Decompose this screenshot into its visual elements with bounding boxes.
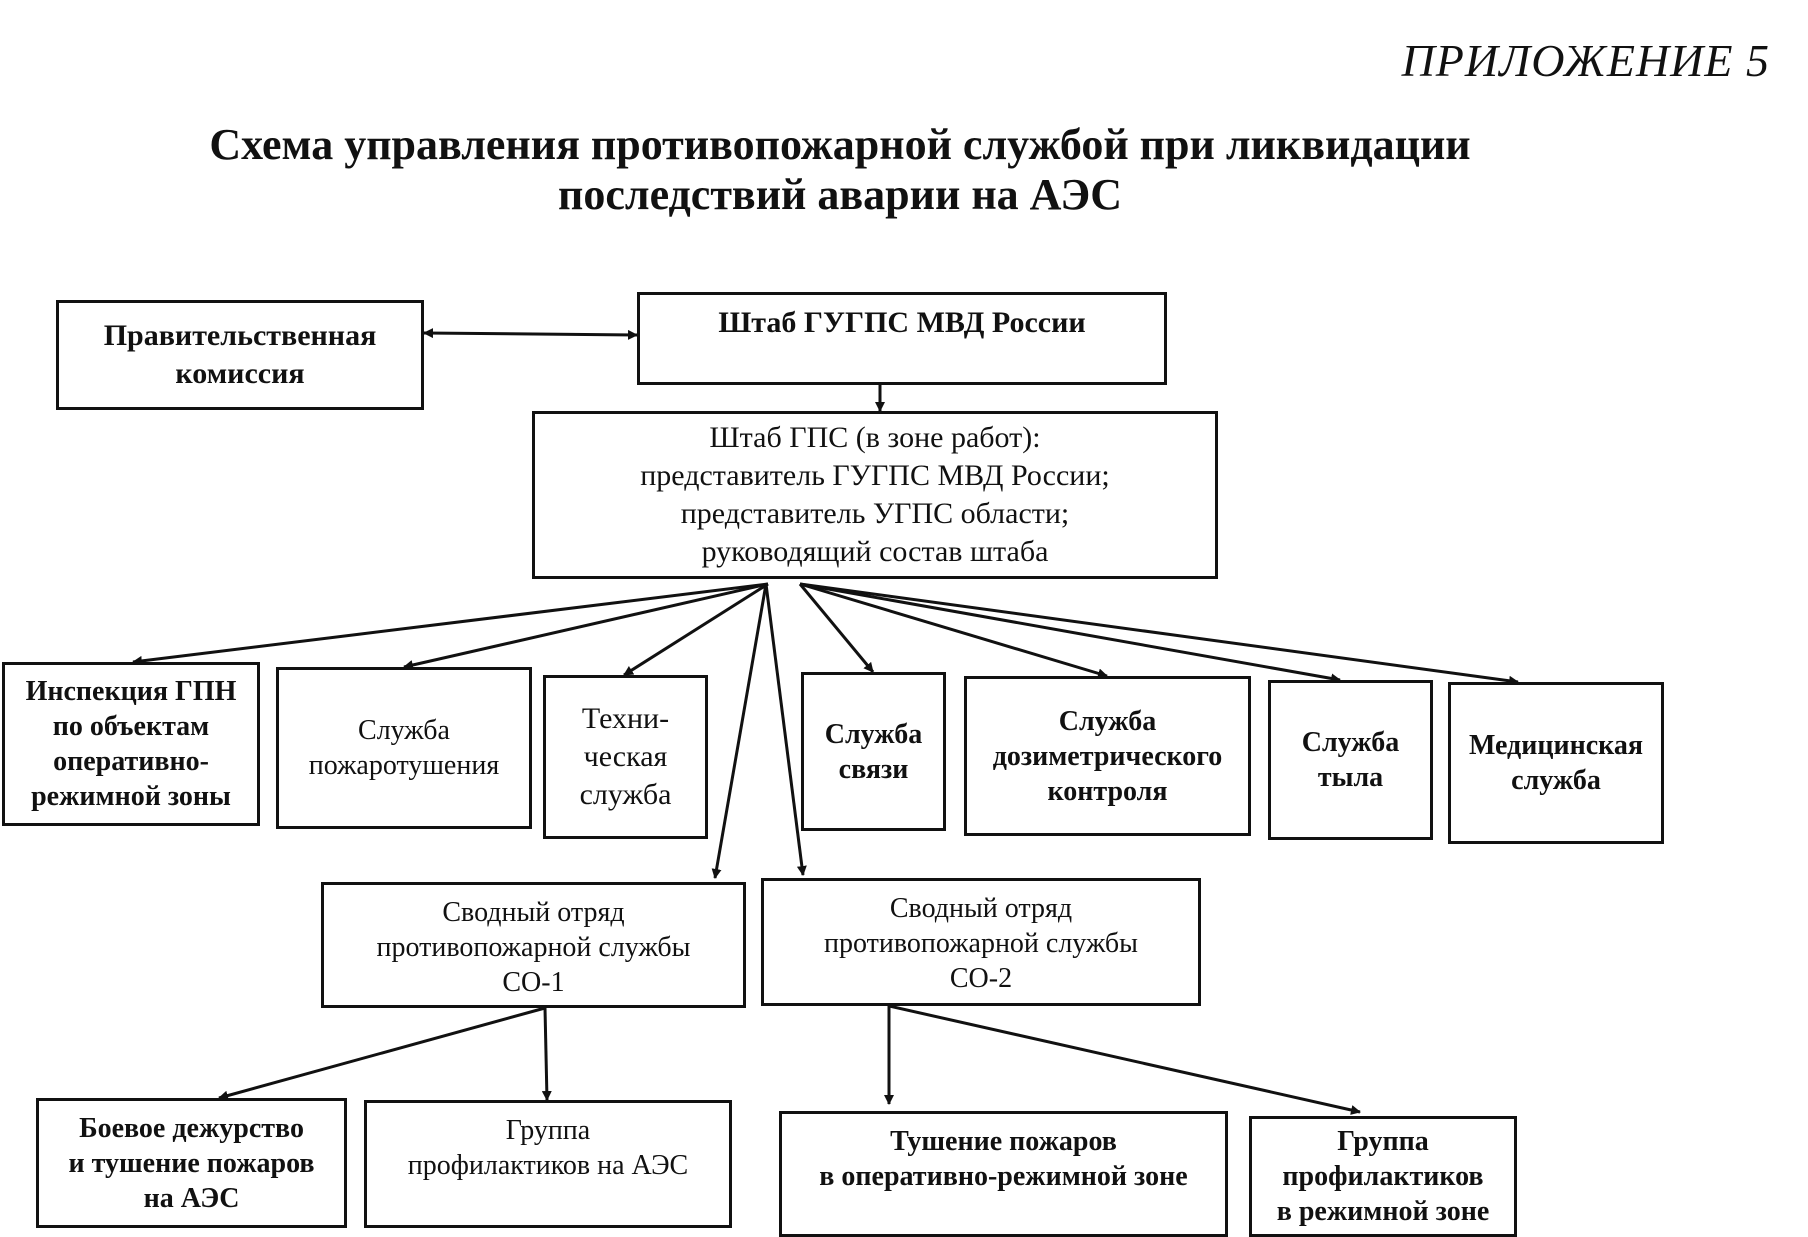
arrow-government-commission-to-hq-main bbox=[423, 328, 638, 340]
logistics-service-box: Служба тыла bbox=[1268, 680, 1433, 840]
prevention-zone-box: Группа профилактиков в режимной зоне bbox=[1249, 1116, 1517, 1237]
arrow-hq-zone-to-inspection bbox=[132, 582, 769, 666]
medical-service-box: Медицинская служба bbox=[1448, 682, 1664, 844]
diagram-title-line-2: последствий аварии на АЭС bbox=[558, 170, 1122, 219]
prevention-aes-line-2: профилактиков на АЭС bbox=[407, 1150, 689, 1181]
arrow-hq-zone-to-so2 bbox=[764, 583, 807, 876]
arrow-hq-zone-to-technical bbox=[623, 582, 769, 677]
hq-zone-line-2: представитель ГУГПС МВД России; bbox=[640, 459, 1110, 492]
communications-line-2: связи bbox=[838, 753, 909, 785]
combat-duty-line-2: и тушение пожаров bbox=[68, 1147, 315, 1179]
dosimetry-line-3: контроля bbox=[1047, 775, 1168, 807]
dosimetry-line-1: Служба bbox=[1058, 705, 1157, 737]
prevention-aes-box: Группа профилактиков на АЭС bbox=[364, 1100, 732, 1228]
so1-line-2: противопожарной службы bbox=[376, 932, 691, 963]
technical-line-2: ческая bbox=[583, 740, 668, 773]
firefighting-line-1: Служба bbox=[358, 715, 450, 746]
arrow-hq-zone-to-logistics bbox=[799, 582, 1341, 684]
communications-line-1: Служба bbox=[824, 718, 923, 750]
government-commission-line-1: Правительственная bbox=[103, 319, 377, 352]
technical-line-1: Техни- bbox=[581, 702, 670, 735]
technical-line-3: служба bbox=[579, 778, 672, 811]
hq-zone-line-3: представитель УГПС области; bbox=[680, 497, 1070, 530]
appendix-label: ПРИЛОЖЕНИЕ 5 bbox=[1401, 35, 1770, 86]
prevention-zone-line-2: профилактиков bbox=[1282, 1161, 1484, 1192]
extinguish-zone-line-2: в оперативно-режимной зоне bbox=[819, 1161, 1188, 1192]
so2-line-1: Сводный отряд bbox=[889, 893, 1073, 924]
so1-line-1: Сводный отряд bbox=[442, 897, 625, 928]
inspection-line-2: по объектам bbox=[52, 711, 210, 742]
arrow-hq-zone-to-dosimetry bbox=[799, 582, 1108, 679]
arrow-hq-zone-to-so1 bbox=[711, 583, 768, 879]
medical-line-1: Медицинская bbox=[1468, 730, 1644, 761]
hq-main-box: Штаб ГУГПС МВД России bbox=[637, 292, 1167, 385]
arrow-hq-zone-to-firefighting bbox=[403, 582, 769, 670]
arrow-hq-zone-to-medical bbox=[799, 582, 1519, 686]
inspection-service-box: Инспекция ГПН по объектам оперативно-режим… bbox=[2, 662, 260, 826]
so2-line-3: СО-2 bbox=[949, 963, 1013, 994]
extinguish-zone-box: Тушение пожаров в оперативно-режимной зон… bbox=[779, 1111, 1228, 1237]
logistics-line-1: Служба bbox=[1301, 727, 1400, 758]
medical-line-2: служба bbox=[1511, 765, 1601, 796]
diagram-title-line-1: Схема управления противопожарной службой… bbox=[209, 120, 1471, 169]
government-commission-line-2: комиссия bbox=[175, 357, 305, 390]
arrow-so1-to-combat-duty bbox=[218, 1006, 546, 1101]
extinguish-zone-line-1: Тушение пожаров bbox=[890, 1126, 1117, 1157]
arrow-so2-to-prevention-zone bbox=[888, 1004, 1361, 1115]
inspection-line-4: режимной зоны bbox=[31, 781, 231, 812]
arrow-so1-to-prevention-aes bbox=[541, 1007, 552, 1101]
hq-zone-line-4: руководящий состав штаба bbox=[701, 535, 1049, 568]
prevention-aes-line-1: Группа bbox=[505, 1115, 591, 1146]
firefighting-service-box: Служба пожаротушения bbox=[276, 667, 532, 829]
so2-line-2: противопожарной службы bbox=[824, 928, 1138, 959]
hq-zone-box: Штаб ГПС (в зоне работ): представитель ГУ… bbox=[532, 411, 1218, 579]
so1-line-3: СО-1 bbox=[502, 967, 565, 998]
arrow-hq-zone-to-communications bbox=[798, 583, 875, 673]
combat-duty-line-1: Боевое дежурство bbox=[79, 1112, 304, 1144]
hq-zone-line-1: Штаб ГПС (в зоне работ): bbox=[709, 421, 1041, 454]
government-commission-box: Правительственная комиссия bbox=[56, 300, 424, 410]
prevention-zone-line-1: Группа bbox=[1337, 1126, 1429, 1157]
logistics-line-2: тыла bbox=[1317, 762, 1384, 793]
inspection-line-1: Инспекция ГПН bbox=[25, 676, 237, 707]
combat-duty-line-3: на АЭС bbox=[143, 1182, 240, 1214]
prevention-zone-line-3: в режимной зоне bbox=[1276, 1196, 1490, 1227]
dosimetry-line-2: дозиметрического bbox=[992, 740, 1223, 772]
firefighting-line-2: пожаротушения bbox=[308, 750, 500, 781]
hq-main-line-1: Штаб ГУГПС МВД России bbox=[718, 306, 1086, 339]
inspection-line-3: оперативно- bbox=[53, 746, 209, 777]
technical-service-box: Техни-ческая служба bbox=[543, 675, 708, 839]
